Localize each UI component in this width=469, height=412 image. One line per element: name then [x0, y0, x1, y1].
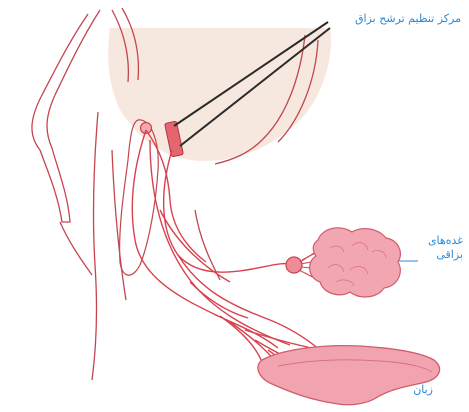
salivation-center-label: مرکز تنظیم ترشح بزاق	[355, 12, 461, 26]
salivary-glands-label-line1: غده‌های	[428, 234, 463, 248]
tongue-label: زبان	[413, 383, 433, 397]
salivary-glands-label-line2: بزاقی	[428, 248, 463, 262]
salivary-glands	[310, 228, 401, 297]
nerve-fibers	[132, 130, 330, 382]
salivary-glands-label: غده‌های بزاقی	[428, 234, 463, 262]
